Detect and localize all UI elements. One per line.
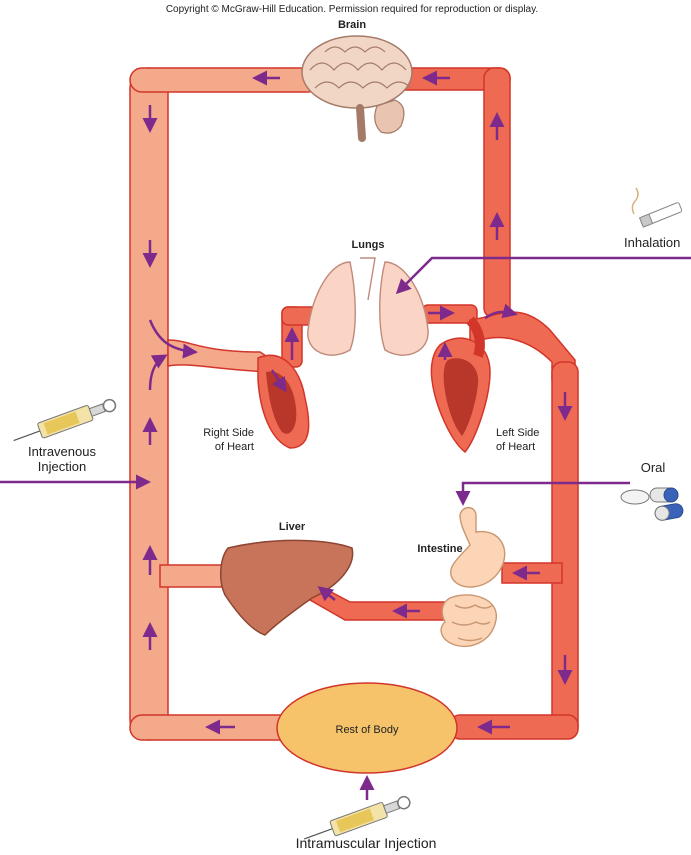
- brain-icon: [302, 36, 412, 138]
- arterial-vessels: [282, 68, 578, 739]
- lungs-label: Lungs: [352, 239, 385, 251]
- right-heart-icon: [258, 355, 309, 448]
- copyright-notice: Copyright © McGraw-Hill Education. Permi…: [166, 4, 538, 15]
- right-heart-label-line2: of Heart: [215, 441, 254, 453]
- left-heart-label-line2: of Heart: [496, 441, 535, 453]
- brain-label: Brain: [338, 19, 366, 31]
- intestine-label: Intestine: [417, 543, 462, 555]
- liver-label: Liver: [279, 521, 306, 533]
- rest-of-body-label: Rest of Body: [336, 724, 399, 736]
- lungs-icon: [308, 258, 428, 355]
- left-heart-label-line1: Left Side: [496, 427, 539, 439]
- left-heart-label: Left Side of Heart: [496, 427, 539, 453]
- liver-icon: [221, 540, 353, 635]
- cigarette-icon: [632, 188, 682, 227]
- inhalation-label: Inhalation: [624, 235, 680, 250]
- intravenous-label-line1: Intravenous: [28, 444, 96, 459]
- oral-label: Oral: [641, 460, 666, 475]
- intravenous-label-line2: Injection: [38, 459, 86, 474]
- syringe-icon: [11, 396, 118, 448]
- right-heart-label-line1: Right Side: [203, 427, 254, 439]
- pills-icon: [621, 488, 684, 521]
- right-heart-label: Right Side of Heart: [203, 427, 254, 453]
- intestine-icon: [441, 508, 505, 647]
- intramuscular-label: Intramuscular Injection: [296, 835, 437, 851]
- left-heart-icon: [431, 320, 490, 452]
